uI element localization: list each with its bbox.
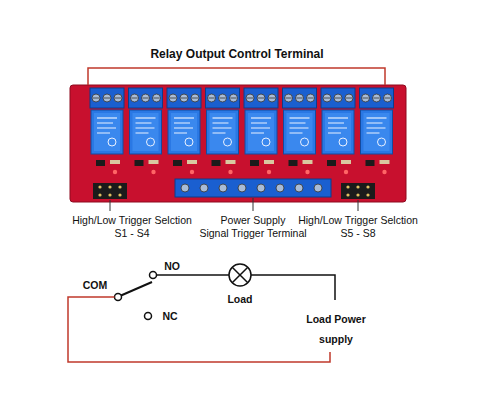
- jumper-range: S5 - S8: [340, 227, 375, 240]
- pcb-board: [70, 85, 406, 202]
- pin-name: NC: [162, 310, 177, 323]
- load-label: Load: [227, 293, 252, 306]
- leader-line: [253, 198, 254, 211]
- bracket-line: [88, 68, 385, 85]
- relay-module: [90, 88, 124, 174]
- relay-module: [283, 88, 317, 174]
- relay-module: [360, 88, 394, 174]
- jumper-header: [93, 183, 127, 199]
- relay-module: [167, 88, 201, 174]
- relay-module: [321, 88, 355, 174]
- leader-line: [110, 200, 111, 211]
- callout-title: Relay Output Control Terminal: [150, 48, 323, 61]
- relay-module: [129, 88, 163, 174]
- leader-line: [358, 200, 359, 211]
- supply-label: Load Power supply: [300, 309, 372, 349]
- relay-schematic: [68, 264, 335, 362]
- terminal-label: Signal Trigger Terminal: [199, 227, 306, 240]
- jumper-label: High/Low Trigger Selction: [72, 214, 192, 227]
- terminal-label: Power Supply: [221, 214, 286, 227]
- pin-name: COM: [83, 279, 108, 292]
- relay-module: [244, 88, 278, 174]
- jumper-header: [341, 183, 375, 199]
- jumper-range: S1 - S4: [114, 227, 149, 240]
- signal-terminal-block: [175, 179, 331, 197]
- pin-name: NO: [164, 260, 180, 273]
- jumper-label: High/Low Trigger Selction: [298, 214, 418, 227]
- relay-module: [206, 88, 240, 174]
